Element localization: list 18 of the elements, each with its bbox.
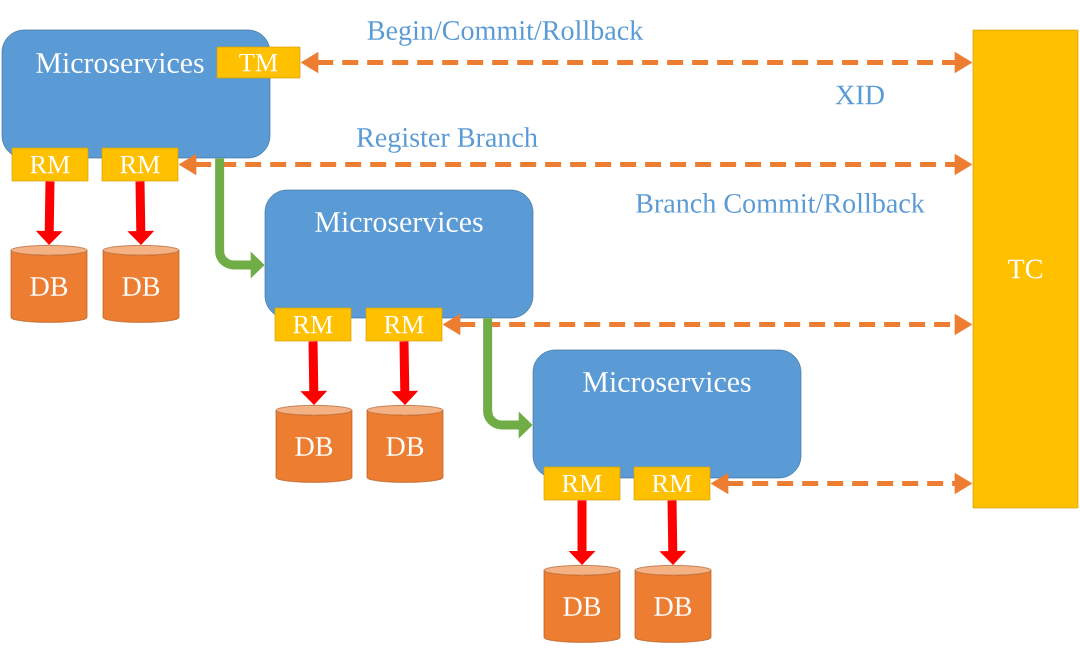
component-box: RM (633, 466, 711, 501)
edge-label: Begin/Commit/Rollback (365, 18, 645, 48)
edge-label: Register Branch (354, 125, 540, 155)
database-cylinder: DB (10, 245, 88, 323)
database-cylinder: DB (102, 245, 180, 323)
component-box: RM (101, 147, 179, 182)
coordinator-bar: TC (972, 29, 1079, 509)
component-box: TM (216, 46, 301, 79)
component-box: RM (543, 466, 621, 501)
component-box: RM (11, 147, 89, 182)
component-box: RM (365, 307, 443, 342)
database-cylinder: DB (543, 565, 621, 643)
component-box: RM (274, 307, 352, 342)
database-cylinder: DB (275, 405, 353, 483)
note-label: XID (833, 84, 887, 106)
note-label: Branch Commit/Rollback (633, 191, 927, 215)
database-cylinder: DB (634, 565, 712, 643)
database-cylinder: DB (366, 405, 444, 483)
